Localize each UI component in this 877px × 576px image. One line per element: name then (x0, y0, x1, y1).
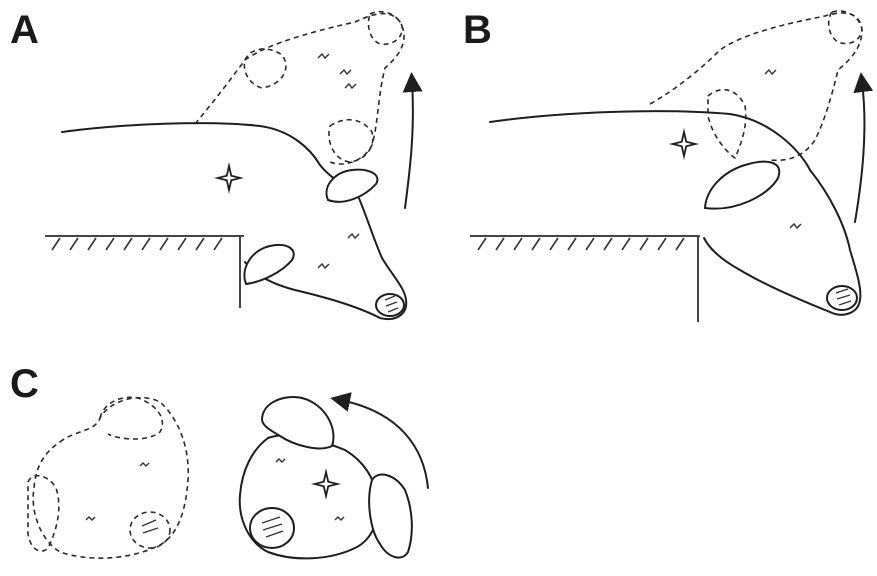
pivot-star-c (311, 468, 341, 500)
rotation-arrow-a (405, 82, 413, 208)
pig-body-a (62, 123, 406, 319)
table-edge-a (45, 236, 244, 308)
pivot-star-a (214, 162, 244, 194)
panel-b-figure (470, 11, 864, 322)
wrinkle-marks-a (318, 54, 359, 268)
table-edge-b (470, 236, 700, 322)
rotation-arrow-b (855, 82, 864, 222)
panel-a-figure (45, 12, 413, 319)
pig-body-b (490, 111, 860, 315)
panel-c-figure (28, 397, 428, 558)
pig-face-front-dashed-c (28, 397, 188, 558)
pivot-star-b (669, 128, 699, 160)
